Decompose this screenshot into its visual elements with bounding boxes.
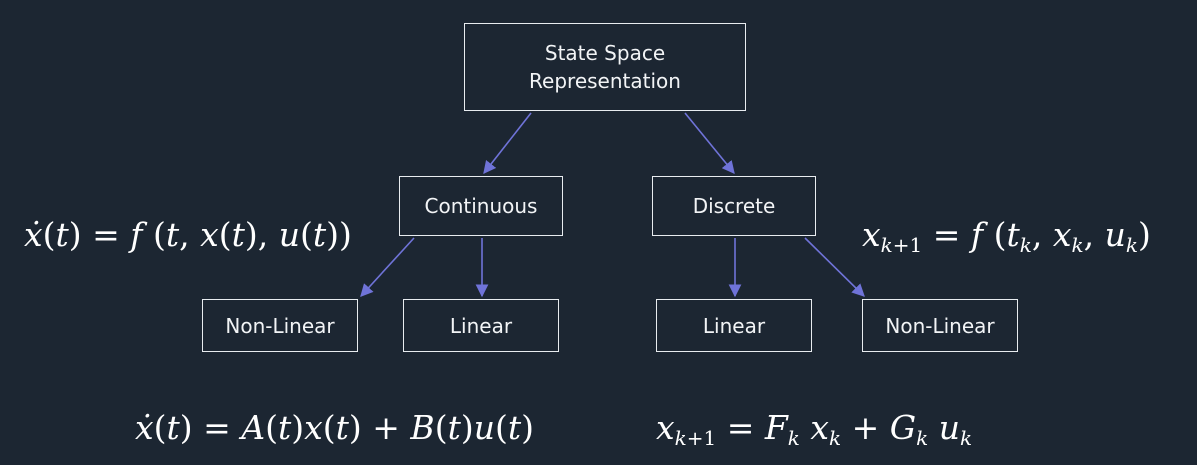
continuous-nonlinear-box: Non-Linear bbox=[202, 299, 358, 352]
continuous-linear-box: Linear bbox=[403, 299, 559, 352]
root-label-line2: Representation bbox=[529, 69, 681, 93]
discrete-label: Discrete bbox=[692, 194, 776, 218]
discrete-linear-label: Linear bbox=[702, 313, 766, 338]
state-space-representation-box: State Space Representation bbox=[464, 23, 746, 111]
continuous-box: Continuous bbox=[399, 176, 563, 236]
discrete-nonlinear-equation: xk+1 = f (tk, xk, uk) bbox=[862, 215, 1151, 257]
continuous-label: Continuous bbox=[424, 194, 538, 218]
discrete-linear-equation: xk+1 = Fk xk + Gk uk bbox=[656, 408, 973, 450]
continuous-nonlinear-label: Non-Linear bbox=[225, 313, 335, 338]
root-label-line1: State Space bbox=[544, 41, 666, 65]
discrete-nonlinear-label: Non-Linear bbox=[885, 313, 995, 338]
arrow-root-to-continuous bbox=[483, 112, 532, 175]
arrow-root-to-discrete bbox=[684, 112, 735, 174]
continuous-nonlinear-equation: ẋ(t) = f (t, x(t), u(t)) bbox=[24, 215, 352, 254]
discrete-nonlinear-box: Non-Linear bbox=[862, 299, 1018, 352]
discrete-box: Discrete bbox=[652, 176, 816, 236]
arrow-discrete-to-nonlinear bbox=[804, 237, 865, 297]
discrete-linear-box: Linear bbox=[656, 299, 812, 352]
continuous-linear-label: Linear bbox=[449, 313, 513, 338]
continuous-linear-equation: ẋ(t) = A(t)x(t) + B(t)u(t) bbox=[135, 408, 534, 447]
arrow-continuous-to-nonlinear bbox=[360, 237, 415, 297]
